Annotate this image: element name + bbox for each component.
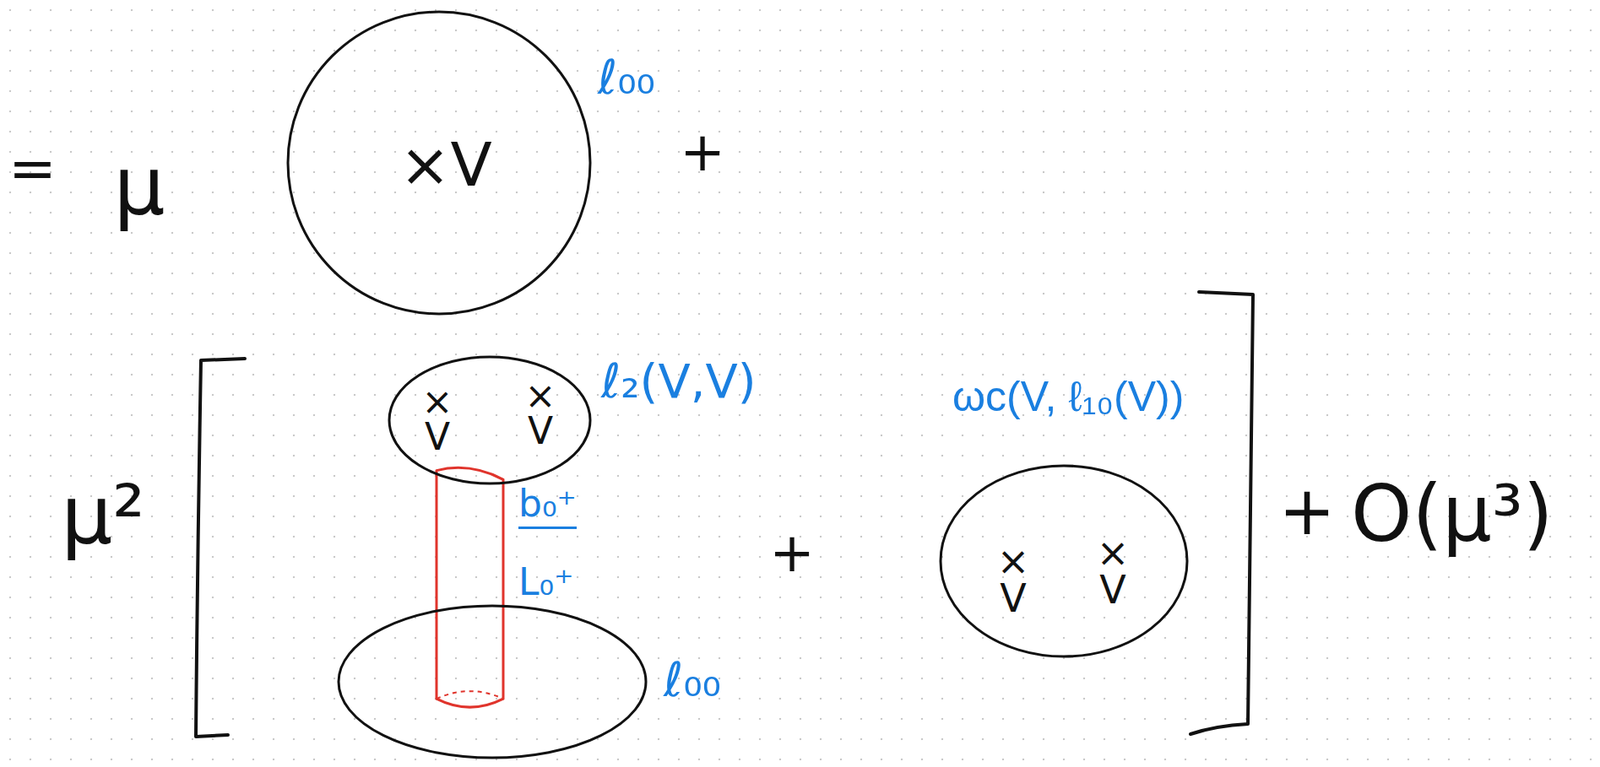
upper-blob: × V× Vℓ₂(V,V) — [387, 355, 592, 486]
blob-outline — [938, 464, 1189, 659]
blob-outline — [940, 466, 1188, 657]
vertex-insertion: × V — [525, 378, 557, 450]
right-bracket — [1190, 292, 1253, 735]
propagator-denominator: L₀⁺ — [518, 562, 574, 603]
vertex-insertion: × V — [422, 384, 454, 456]
plus-sign: + — [769, 523, 815, 583]
lower-blob: ℓ₀₀ — [336, 604, 648, 760]
vertex-label: ℓ₀₀ — [597, 51, 656, 104]
blob-outline — [338, 606, 646, 759]
equals-sign: = — [8, 137, 57, 201]
coupling-symbol: μ — [113, 142, 165, 233]
vertex-insertion: × V — [1096, 535, 1130, 609]
vertex-label: ℓ₂(V,V) — [601, 355, 757, 408]
vertex-insertion: ×V — [399, 131, 493, 199]
right-blob: ωc(V, ℓ₁₀(V))× V× V — [938, 464, 1189, 659]
plus-sign: + — [679, 122, 726, 182]
blob-outline — [387, 355, 592, 486]
tube-connector — [436, 467, 504, 708]
propagator-numerator: b₀⁺ — [518, 483, 577, 529]
plus-sign: + — [1278, 474, 1335, 549]
left-bracket — [195, 358, 245, 738]
blob-outline — [389, 357, 591, 484]
blob-outline — [287, 11, 591, 315]
loop-circle: ×Vℓ₀₀ — [286, 10, 592, 316]
vertex-insertion: × V — [997, 543, 1031, 618]
vertex-label: ℓ₀₀ — [663, 654, 722, 707]
coupling-symbol: μ² — [60, 471, 146, 562]
vertex-label: ωc(V, ℓ₁₀(V)) — [952, 374, 1184, 421]
blob-outline — [336, 604, 648, 760]
order-term: O(μ³) — [1350, 471, 1554, 558]
